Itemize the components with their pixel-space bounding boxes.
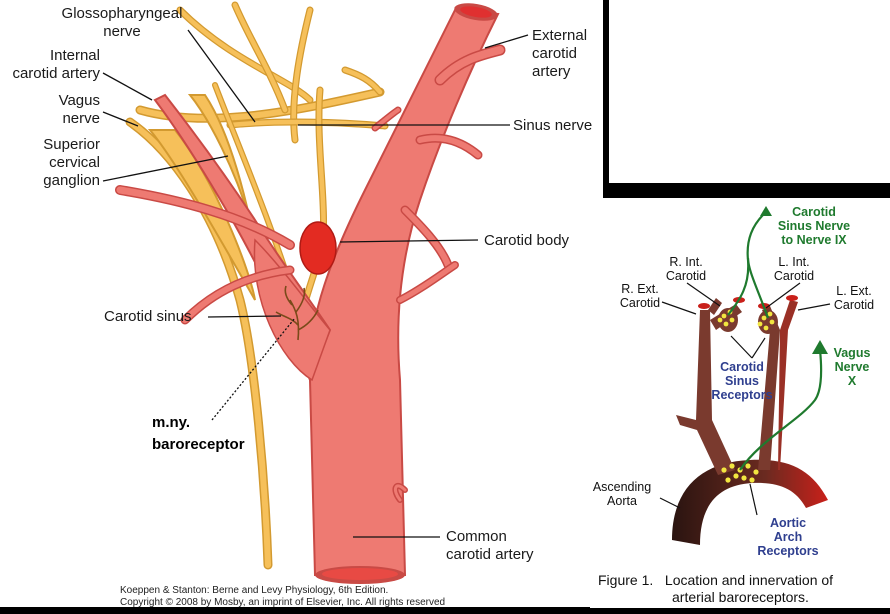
credit-line: Koeppen & Stanton: Berne and Levy Physio… [120,585,389,596]
label-r-ext-carotid: R. Ext. Carotid [608,282,672,310]
label-line: X [847,374,857,388]
label-line: Carotid [619,296,661,310]
label-r-int-carotid: R. Int. Carotid [654,255,718,283]
label-l-ext-carotid: L. Ext. Carotid [822,284,886,312]
label-line: Nerve [834,360,870,374]
label-common-carotid: Common carotid artery [446,528,534,564]
label-line: Sinus Nerve [777,219,851,233]
label-line: External [532,27,588,44]
label-line: cervical [49,154,100,171]
label-aortic-arch-receptors: Aortic Arch Receptors [748,516,828,558]
baroreceptor-annotation: m.ny. baroreceptor [152,412,245,456]
caption-text: Location and innervation of [664,572,834,588]
label-line: Aorta [607,494,637,508]
label-sinus-nerve: Sinus nerve [513,117,593,134]
label-ascending-aorta: Ascending Aorta [588,480,656,508]
label-line: carotid [532,45,578,62]
label-line: Vagus [833,346,871,360]
label-carotid-sinus: Carotid sinus [104,308,192,325]
label-line: L. Int. [778,255,810,269]
label-line: Receptors [711,388,773,402]
label-line: to Nerve IX [781,233,847,247]
label-line: Carotid [720,360,764,374]
label-carotid-body: Carotid body [484,232,570,249]
label-line: carotid artery [12,65,100,82]
label-line: Common [446,528,507,545]
label-line: Receptors [757,544,819,558]
label-line: Arch [773,530,803,544]
label-vagus-nerve: Vagus nerve [0,92,100,128]
label-line: artery [532,63,571,80]
label-line: Internal [49,47,100,64]
caption-number: Figure 1. [598,572,654,588]
label-line: L. Ext. [836,284,872,298]
label-line: Vagus [58,92,100,109]
label-line: Carotid [665,269,707,283]
label-line: Carotid [773,269,815,283]
blank-panel [609,0,890,183]
credit-line: Copyright © 2008 by Mosby, an imprint of… [120,597,446,608]
label-carotid-sinus-receptors: Carotid Sinus Receptors [704,360,780,402]
baroreceptor-endings [275,285,319,341]
figure-caption: Figure 1. Location and innervation of ar… [598,572,883,606]
label-line: ganglion [43,172,100,189]
label-glossopharyngeal-nerve: Glossopharyngeal nerve [42,5,202,41]
label-external-carotid: External carotid artery [532,27,587,81]
label-vagus-nerve-x: Vagus Nerve X [822,346,882,388]
label-line: Aortic [769,516,807,530]
carotid-anatomy-illustration [102,1,529,584]
label-line: Glossopharyngeal [61,5,183,22]
annotation-line: baroreceptor [152,436,245,453]
label-internal-carotid: Internal carotid artery [0,47,100,83]
label-line: Carotid [833,298,875,312]
label-line: R. Ext. [621,282,659,296]
label-line: Ascending [592,480,652,494]
label-line: Superior [43,136,100,153]
figure-credit: Koeppen & Stanton: Berne and Levy Physio… [120,585,445,609]
label-line: nerve [62,110,100,127]
label-line: Carotid [792,205,836,219]
label-line: nerve [103,23,141,40]
label-line: R. Int. [669,255,703,269]
label-line: Sinus [724,374,760,388]
label-l-int-carotid: L. Int. Carotid [762,255,826,283]
annotation-line: m.ny. [152,414,191,431]
schematic-panel [590,198,890,608]
label-carotid-sinus-nerve: Carotid Sinus Nerve to Nerve IX [764,205,864,247]
carotid-body [299,221,337,275]
label-line: carotid artery [446,546,534,563]
label-superior-cervical-ganglion: Superior cervical ganglion [0,136,100,190]
caption-text-2: arterial baroreceptors. [672,589,809,605]
